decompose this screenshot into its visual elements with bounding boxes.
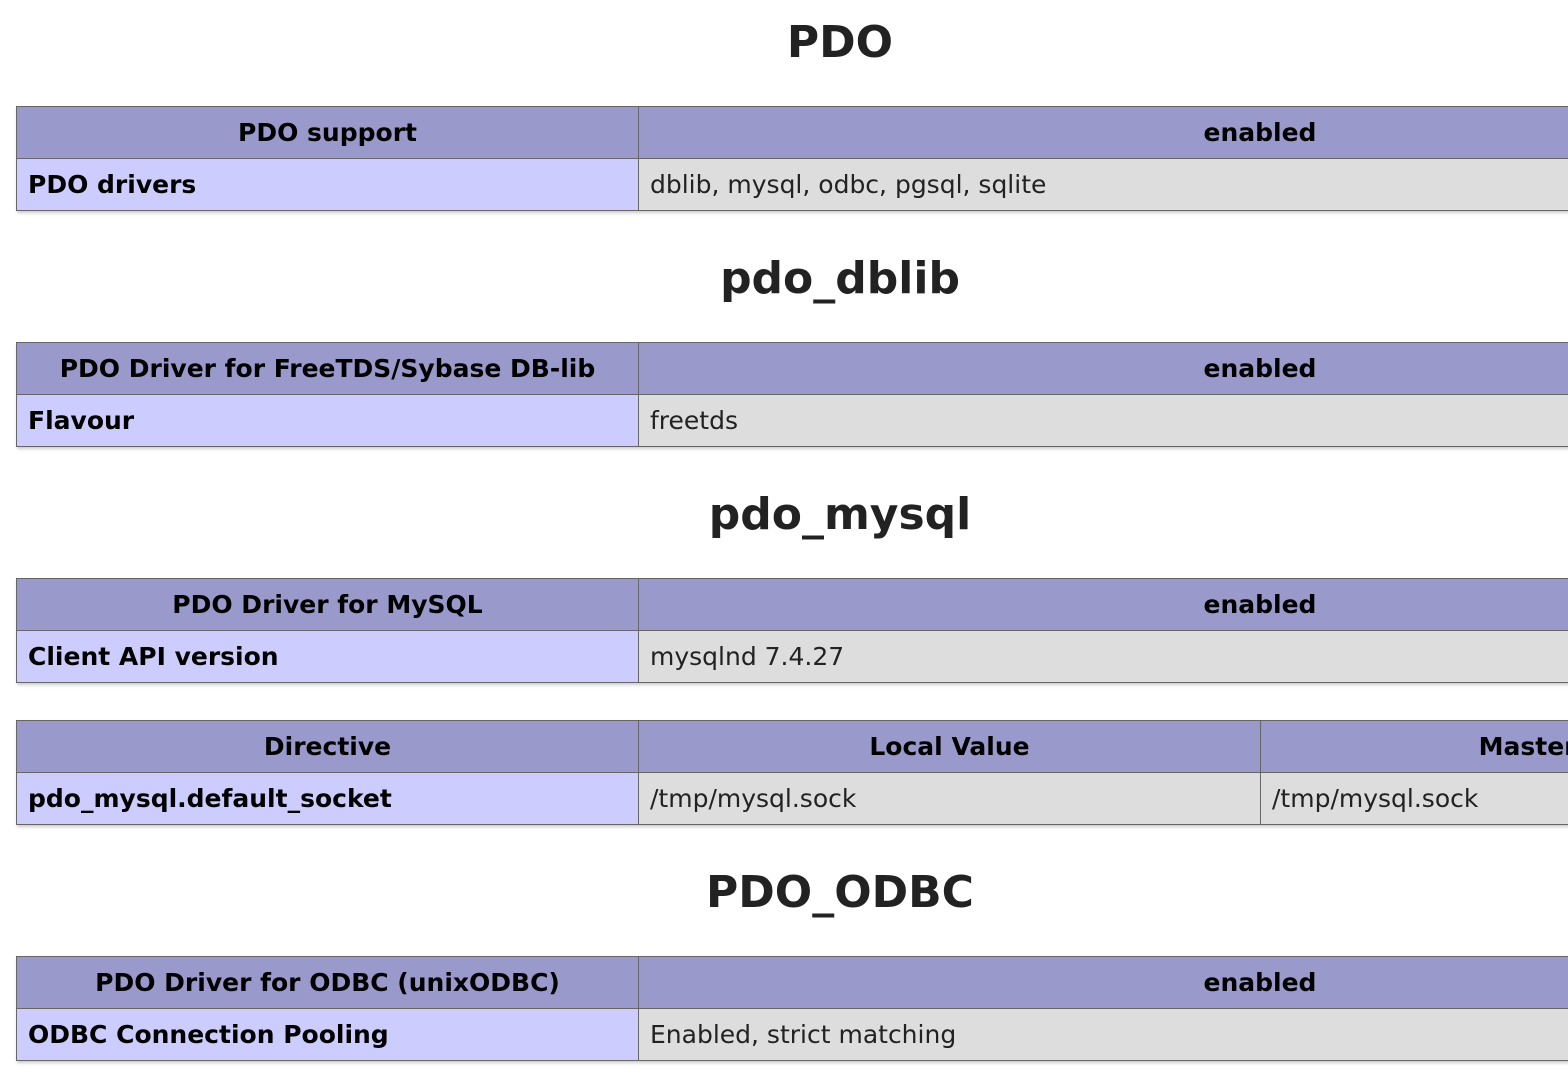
- directive-value: freetds: [638, 394, 1568, 447]
- section-title-pdo-dblib: pdo_dblib: [720, 253, 960, 304]
- header-cell: Local Value: [638, 720, 1261, 773]
- header-cell: Master Value: [1260, 720, 1568, 773]
- directive-value: Enabled, strict matching: [638, 1008, 1568, 1061]
- directive-value: mysqlnd 7.4.27: [638, 630, 1568, 683]
- directive-name: ODBC Connection Pooling: [16, 1008, 639, 1061]
- table-header-row: PDO Driver for ODBC (unixODBC) enabled: [16, 956, 1568, 1009]
- directive-name: Client API version: [16, 630, 639, 683]
- pdo-mysql-table: PDO Driver for MySQL enabled Client API …: [16, 578, 1568, 683]
- table-row: PDO drivers dblib, mysql, odbc, pgsql, s…: [16, 158, 1568, 211]
- header-cell: enabled: [638, 106, 1568, 159]
- section-title-pdo-mysql: pdo_mysql: [708, 489, 972, 540]
- table-header-row: PDO support enabled: [16, 106, 1568, 159]
- directive-name: pdo_mysql.default_socket: [16, 772, 639, 825]
- header-cell: enabled: [638, 342, 1568, 395]
- local-value: /tmp/mysql.sock: [638, 772, 1261, 825]
- pdo-table: PDO support enabled PDO drivers dblib, m…: [16, 106, 1568, 211]
- pdo-odbc-table: PDO Driver for ODBC (unixODBC) enabled O…: [16, 956, 1568, 1061]
- header-cell: enabled: [638, 956, 1568, 1009]
- table-header-row: Directive Local Value Master Value: [16, 720, 1568, 773]
- header-cell: PDO Driver for ODBC (unixODBC): [16, 956, 639, 1009]
- directive-value: dblib, mysql, odbc, pgsql, sqlite: [638, 158, 1568, 211]
- section-title-pdo-odbc: PDO_ODBC: [706, 867, 974, 918]
- master-value: /tmp/mysql.sock: [1260, 772, 1568, 825]
- table-row: Flavour freetds: [16, 394, 1568, 447]
- section-title-pdo: PDO: [786, 17, 894, 68]
- header-cell: PDO Driver for FreeTDS/Sybase DB-lib: [16, 342, 639, 395]
- directive-name: PDO drivers: [16, 158, 639, 211]
- header-cell: PDO Driver for MySQL: [16, 578, 639, 631]
- table-header-row: PDO Driver for FreeTDS/Sybase DB-lib ena…: [16, 342, 1568, 395]
- header-cell: Directive: [16, 720, 639, 773]
- directive-name: Flavour: [16, 394, 639, 447]
- header-cell: PDO support: [16, 106, 639, 159]
- table-row: ODBC Connection Pooling Enabled, strict …: [16, 1008, 1568, 1061]
- pdo-mysql-directives-table: Directive Local Value Master Value pdo_m…: [16, 720, 1568, 825]
- table-row: pdo_mysql.default_socket /tmp/mysql.sock…: [16, 772, 1568, 825]
- table-header-row: PDO Driver for MySQL enabled: [16, 578, 1568, 631]
- header-cell: enabled: [638, 578, 1568, 631]
- pdo-dblib-table: PDO Driver for FreeTDS/Sybase DB-lib ena…: [16, 342, 1568, 447]
- table-row: Client API version mysqlnd 7.4.27: [16, 630, 1568, 683]
